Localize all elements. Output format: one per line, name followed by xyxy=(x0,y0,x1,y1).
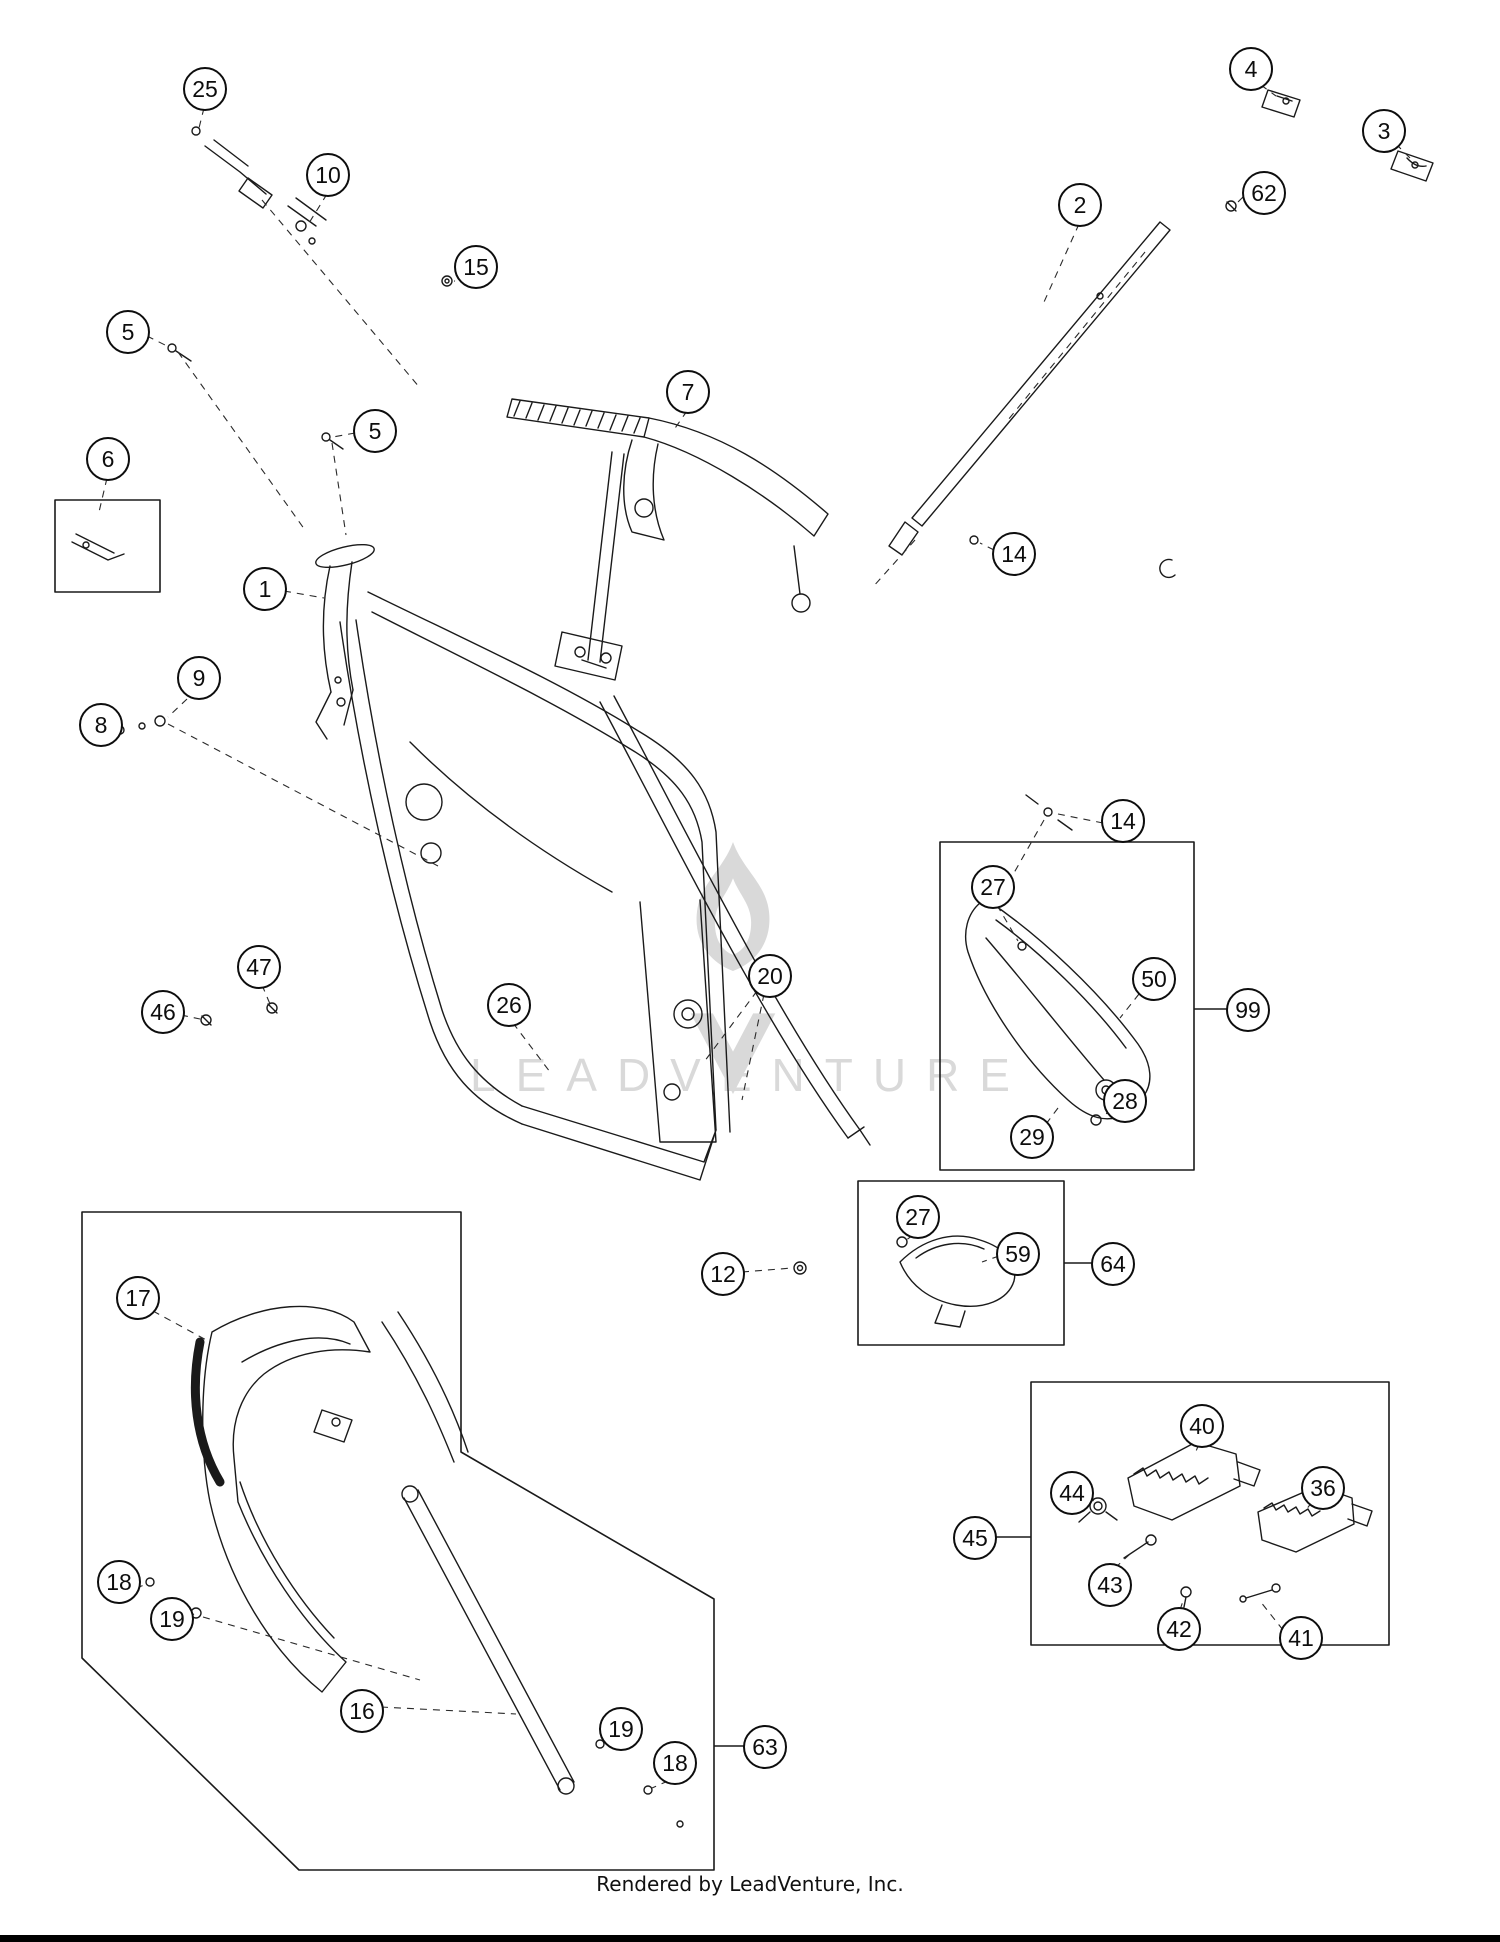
callout-62[interactable]: 62 xyxy=(1242,171,1286,215)
footer-credit: Rendered by LeadVenture, Inc. xyxy=(596,1872,904,1896)
callout-50[interactable]: 50 xyxy=(1132,957,1176,1001)
callout-25[interactable]: 25 xyxy=(183,67,227,111)
top-left-bracket-parts xyxy=(167,126,453,450)
callout-63[interactable]: 63 xyxy=(743,1725,787,1769)
chain-guide-panel xyxy=(939,841,1195,1171)
callout-3[interactable]: 3 xyxy=(1362,109,1406,153)
callout-14[interactable]: 14 xyxy=(1101,799,1145,843)
callout-7[interactable]: 7 xyxy=(666,370,710,414)
callout-40[interactable]: 40 xyxy=(1180,1404,1224,1448)
callout-59[interactable]: 59 xyxy=(996,1232,1040,1276)
callout-46[interactable]: 46 xyxy=(141,990,185,1034)
callout-41[interactable]: 41 xyxy=(1279,1616,1323,1660)
callout-27[interactable]: 27 xyxy=(971,865,1015,909)
callout-42[interactable]: 42 xyxy=(1157,1607,1201,1651)
callout-19[interactable]: 19 xyxy=(150,1597,194,1641)
callout-45[interactable]: 45 xyxy=(953,1516,997,1560)
callout-14[interactable]: 14 xyxy=(992,532,1036,576)
callout-6[interactable]: 6 xyxy=(86,437,130,481)
callout-2[interactable]: 2 xyxy=(1058,183,1102,227)
bottom-border-bar xyxy=(0,1935,1500,1942)
callout-19[interactable]: 19 xyxy=(599,1707,643,1751)
leader-lines-solid xyxy=(714,1008,1227,1747)
callout-27[interactable]: 27 xyxy=(896,1195,940,1239)
callout-18[interactable]: 18 xyxy=(653,1741,697,1785)
callout-26[interactable]: 26 xyxy=(487,983,531,1027)
callout-4[interactable]: 4 xyxy=(1229,47,1273,91)
callout-64[interactable]: 64 xyxy=(1091,1242,1135,1286)
callout-29[interactable]: 29 xyxy=(1010,1115,1054,1159)
callout-44[interactable]: 44 xyxy=(1050,1471,1094,1515)
callout-20[interactable]: 20 xyxy=(748,954,792,998)
callout-16[interactable]: 16 xyxy=(340,1689,384,1733)
callout-99[interactable]: 99 xyxy=(1226,988,1270,1032)
callout-47[interactable]: 47 xyxy=(237,945,281,989)
callout-10[interactable]: 10 xyxy=(306,153,350,197)
callout-17[interactable]: 17 xyxy=(116,1276,160,1320)
callout-1[interactable]: 1 xyxy=(243,567,287,611)
callout-5[interactable]: 5 xyxy=(106,310,150,354)
callout-12[interactable]: 12 xyxy=(701,1252,745,1296)
callout-9[interactable]: 9 xyxy=(177,656,221,700)
subframe-brace-part-7 xyxy=(506,398,829,669)
callout-15[interactable]: 15 xyxy=(454,245,498,289)
subframe-rail-part-2 xyxy=(888,89,1434,579)
main-frame-part-1 xyxy=(115,543,1073,1275)
callout-5[interactable]: 5 xyxy=(353,409,397,453)
callout-18[interactable]: 18 xyxy=(97,1560,141,1604)
callout-43[interactable]: 43 xyxy=(1088,1563,1132,1607)
frame-guard-panel xyxy=(81,1211,715,1871)
callout-28[interactable]: 28 xyxy=(1103,1079,1147,1123)
watermark-text: LEADVENTURE xyxy=(470,1049,1030,1101)
sub-assembly-box-6 xyxy=(54,499,161,593)
callout-8[interactable]: 8 xyxy=(79,703,123,747)
callout-36[interactable]: 36 xyxy=(1301,1466,1345,1510)
